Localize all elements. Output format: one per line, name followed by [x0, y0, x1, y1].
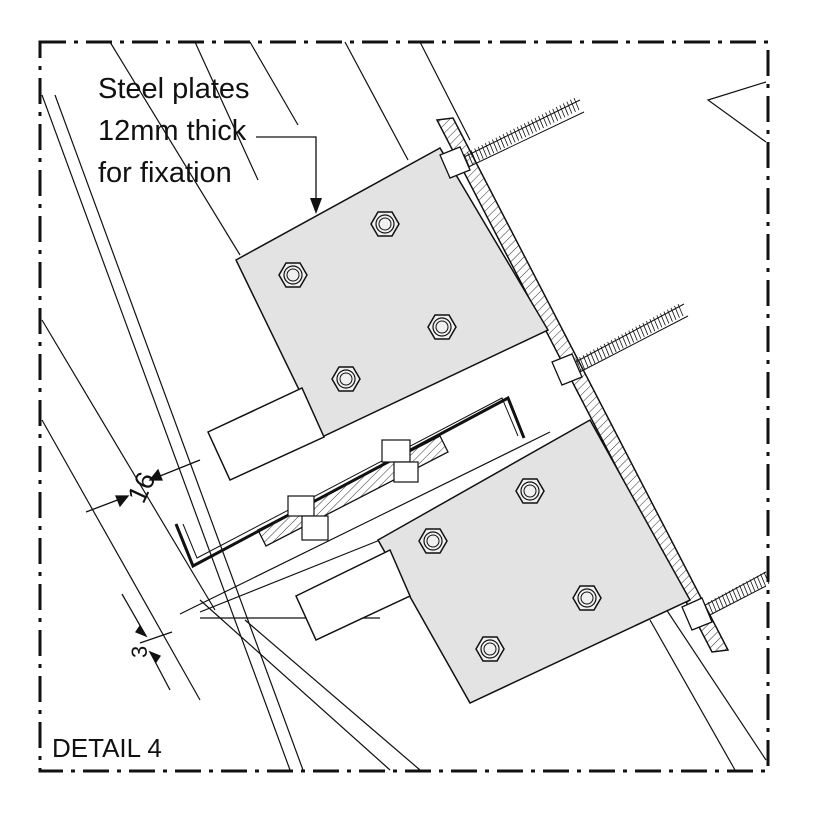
thread-tick [527, 121, 534, 134]
thread-tick [566, 101, 573, 114]
thread-tick [492, 139, 498, 152]
thread-tick [470, 150, 477, 163]
thread-tick [531, 119, 537, 132]
annotation-line-2: 12mm thick [98, 115, 247, 147]
thread-tick [663, 311, 670, 324]
thread-tick [552, 108, 559, 121]
thread-tick [463, 153, 470, 167]
thread-tick [586, 353, 592, 366]
thread-tick [545, 112, 551, 125]
thread-tick [513, 128, 520, 141]
annotation-line-1: Steel plates [98, 73, 250, 105]
thread-tick [624, 332, 631, 345]
thread-tick [538, 115, 544, 129]
thread-tick [607, 341, 614, 355]
thread-tick [749, 579, 756, 592]
thread-tick [610, 339, 617, 353]
thread-tick [656, 315, 663, 328]
thread-tick [739, 584, 745, 598]
thread-tick [603, 343, 610, 356]
thread-tick [575, 358, 582, 372]
thread-tick [628, 330, 635, 343]
thread-tick [520, 124, 527, 138]
thread-tick [523, 123, 530, 136]
thread-tick [495, 137, 502, 150]
thread-tick [742, 583, 749, 596]
detail-label: DETAIL 4 [52, 733, 162, 763]
thread-tick [555, 106, 562, 120]
thread-tick [735, 586, 742, 600]
z-profile-inner [182, 397, 519, 559]
thread-tick [593, 349, 599, 362]
thread-tick [474, 148, 481, 161]
anchor-rod-threads [463, 97, 770, 615]
thread-tick [653, 317, 659, 330]
inclined-member-lines [41, 41, 767, 771]
dimension-3-label: 3 [127, 646, 152, 658]
thread-tick [725, 592, 731, 605]
thread-tick [484, 143, 491, 156]
thread-tick [502, 133, 509, 147]
annotation-line-3: for fixation [98, 157, 232, 189]
thread-tick [732, 588, 738, 602]
dimension-3 [121, 593, 173, 691]
thread-tick [763, 571, 770, 585]
thread-tick [562, 103, 569, 116]
thread-tick [488, 141, 495, 154]
thread-tick [617, 336, 624, 349]
thread-tick [660, 313, 666, 326]
dimension-16 [85, 459, 201, 513]
thread-tick [718, 596, 724, 609]
thread-tick [467, 152, 473, 165]
thread-tick [638, 324, 645, 338]
upper-steel-plate [235, 146, 550, 438]
lower-steel-plate [376, 418, 692, 704]
thread-tick [649, 319, 656, 332]
rod-nuts [439, 146, 713, 631]
thread-tick [516, 126, 523, 140]
thread-tick [477, 146, 484, 159]
thread-tick [728, 590, 735, 603]
thread-tick [506, 132, 512, 145]
connector-bolts [287, 439, 419, 541]
thread-tick [541, 114, 548, 127]
thread-tick [642, 322, 649, 336]
thread-tick [570, 99, 576, 112]
thread-tick [714, 598, 721, 611]
thread-tick [707, 601, 714, 615]
thread-tick [753, 577, 759, 590]
thread-tick [711, 599, 717, 613]
thread-tick [667, 309, 673, 322]
angle-brackets [207, 386, 411, 642]
thread-tick [582, 355, 589, 368]
thread-tick [579, 356, 585, 370]
thread-tick [481, 144, 488, 158]
thread-tick [621, 334, 628, 347]
thread-tick [721, 594, 728, 607]
thread-tick [670, 307, 677, 320]
thread-tick [645, 320, 652, 334]
thread-tick [674, 305, 680, 319]
thread-tick [635, 326, 642, 339]
thread-tick [509, 130, 516, 143]
detail-frame [38, 40, 770, 773]
thread-tick [760, 573, 766, 587]
annotation-leader [256, 136, 317, 208]
thread-tick [559, 105, 566, 118]
thread-tick [600, 345, 606, 358]
thread-tick [596, 347, 603, 360]
thread-tick [631, 328, 638, 341]
thread-tick [614, 337, 621, 351]
thread-tick [499, 135, 505, 149]
thread-tick [548, 110, 555, 123]
thread-tick [573, 97, 580, 111]
thread-tick [534, 117, 541, 131]
thread-tick [589, 351, 596, 364]
thread-tick [746, 581, 752, 594]
leader-arrow [310, 198, 322, 214]
thread-tick [677, 303, 684, 317]
thread-tick [756, 575, 763, 588]
